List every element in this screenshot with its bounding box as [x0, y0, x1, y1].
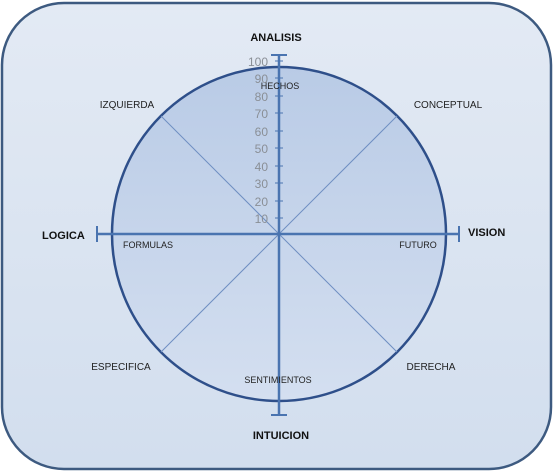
inner-label-top: HECHOS: [261, 81, 300, 91]
scale-label: 60: [255, 125, 269, 139]
scale-label: 70: [255, 107, 269, 121]
scale-label: 50: [255, 142, 269, 156]
scale-label: 10: [255, 212, 269, 226]
scale-label: 40: [255, 160, 269, 174]
axis-label-right: VISION: [468, 227, 505, 239]
diagonal-label-bottom-right: DERECHA: [407, 362, 456, 373]
inner-label-right: FUTURO: [399, 240, 437, 250]
diagonal-label-top-left: IZQUIERDA: [100, 100, 155, 111]
scale-labels: 100 90 80 70 60 50 40 30 20 10: [248, 55, 268, 226]
scale-label: 30: [255, 177, 269, 191]
diagonal-label-top-right: CONCEPTUAL: [414, 100, 483, 111]
scale-label: 20: [255, 195, 269, 209]
scale-label: 90: [255, 72, 269, 86]
inner-label-bottom: SENTIMIENTOS: [244, 375, 311, 385]
scale-label: 100: [248, 55, 268, 69]
scale-ticks: [275, 60, 283, 219]
scale-label: 80: [255, 90, 269, 104]
inner-label-left: FORMULAS: [123, 240, 173, 250]
axis-label-left: LOGICA: [42, 230, 85, 242]
diagonal-label-bottom-left: ESPECIFICA: [91, 362, 151, 373]
axis-label-bottom: INTUICION: [253, 430, 309, 442]
axis-label-top: ANALISIS: [250, 32, 301, 44]
